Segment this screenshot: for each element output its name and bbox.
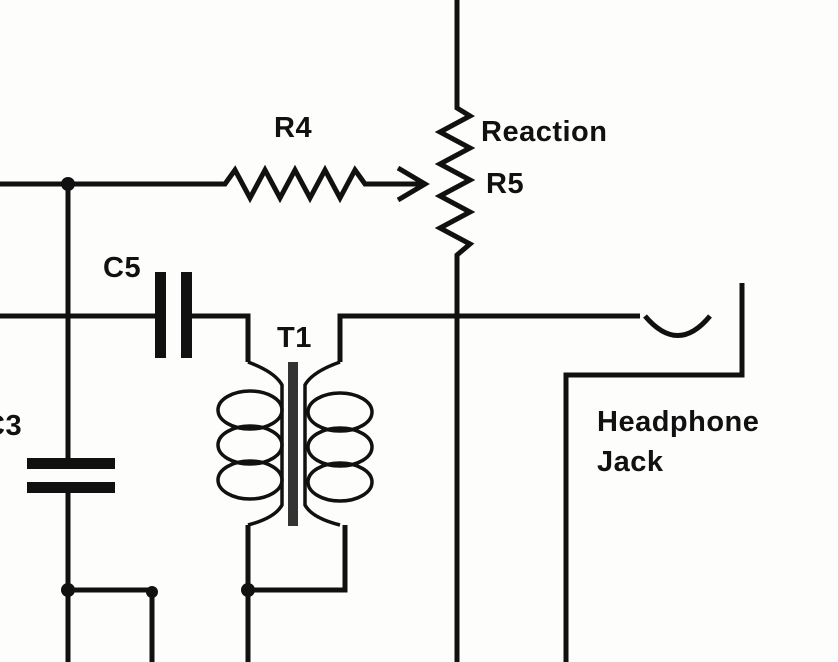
label-t1: T1	[277, 322, 312, 354]
label-r4: R4	[274, 112, 313, 144]
capacitor-c3	[27, 184, 115, 662]
label-jack: Jack	[597, 446, 664, 478]
label-r5: R5	[486, 168, 525, 200]
wire	[68, 587, 155, 662]
headphone-jack	[563, 283, 745, 662]
label-reaction: Reaction	[481, 116, 608, 148]
label-headphone: Headphone	[597, 406, 760, 438]
transformer-t1	[216, 313, 640, 662]
junction-dot	[241, 583, 255, 597]
label-c5: C5	[103, 252, 142, 284]
capacitor-c5	[0, 272, 251, 362]
potentiometer-r5	[434, 0, 476, 662]
resistor-r4	[0, 164, 430, 204]
junction-dot	[146, 586, 158, 598]
junction-dot	[61, 583, 75, 597]
label-c3: C3	[0, 410, 23, 442]
